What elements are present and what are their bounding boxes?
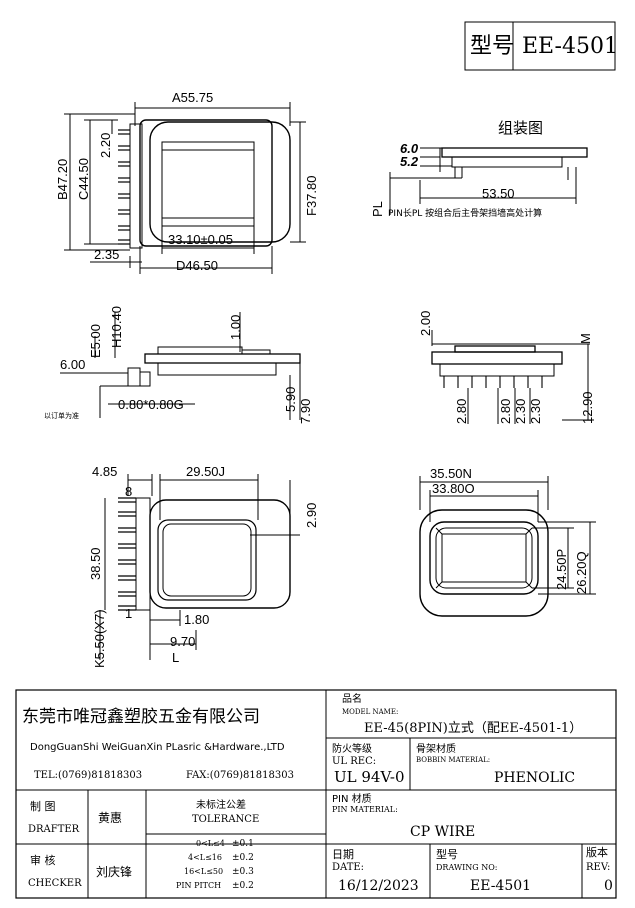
dim-7-90: 7.90: [298, 399, 313, 424]
dim-2-30b: 2.30: [528, 399, 543, 424]
dim-5-90: 5.90: [283, 387, 298, 412]
drafter-cn: 制 图: [30, 800, 56, 813]
company-name-en: DongGuanShi WeiGuanXin PLasric &Hardware…: [30, 742, 285, 753]
drawing-no-label: DRAWING NO:: [436, 863, 497, 872]
dim-M: M: [578, 333, 593, 344]
dim-1-80: 1.80: [184, 612, 209, 627]
dim-12-90: 12.90: [580, 391, 595, 424]
tol-value: ±0.1: [232, 839, 254, 849]
front-view: [431, 330, 594, 424]
header-model-label: 型号: [470, 34, 514, 59]
pl-note: PIN长PL 按组合后主骨架挡墙高处计算: [388, 207, 542, 219]
dim-B: B47.20: [55, 159, 70, 200]
model-name-label: MODEL NAME:: [342, 708, 398, 716]
checker-cn: 审 核: [30, 853, 56, 867]
dim-2-20: 2.20: [98, 133, 113, 158]
company-fax: FAX:(0769)81818303: [186, 770, 294, 781]
date-label: DATE:: [332, 862, 364, 873]
pin-8-label: 8: [125, 484, 132, 499]
bobbin-material-value: PHENOLIC: [494, 770, 575, 786]
dim-2-80b: 2.80: [498, 399, 513, 424]
date-value: 16/12/2023: [338, 878, 419, 894]
tol-range: 4<L≤16: [188, 853, 222, 862]
rev-cn: 版本: [586, 845, 608, 859]
dim-9-70: 9.70: [170, 634, 195, 649]
header-box: [464, 21, 616, 71]
bottom-view: [99, 474, 300, 660]
dim-2-30a: 2.30: [513, 399, 528, 424]
side-view: [60, 312, 301, 420]
dim-K: K5.50(X7): [92, 609, 107, 668]
assembly-title: 组装图: [498, 119, 543, 137]
tol-value: ±0.2: [232, 881, 254, 891]
company-name: 东莞市唯冠鑫塑胶五金有限公司: [22, 707, 260, 727]
drafter-name: 黄惠: [98, 811, 122, 825]
dim-Q: 26.20Q: [574, 551, 589, 594]
end-view: [419, 476, 596, 617]
dim-38-50: 38.50: [88, 547, 103, 580]
dim-1-00: 1.00: [228, 315, 243, 340]
drawing-no-cn: 型号: [436, 847, 458, 861]
dim-6-0: 6.0: [400, 141, 419, 156]
pl-label: PL: [370, 201, 385, 217]
bobbin-material-cn: 骨架材质: [416, 742, 456, 755]
dim-6-00: 6.00: [60, 357, 85, 372]
bobbin-material-label: BOBBIN MATERIAL:: [416, 756, 490, 764]
ul-rec-value: UL 94V-0: [334, 768, 405, 786]
model-name-value: EE-45(8PIN)立式（配EE-4501-1）: [364, 721, 582, 736]
tol-range: PIN PITCH: [176, 881, 221, 890]
dim-P: 24.50P: [554, 549, 569, 590]
tol-range: 16<L≤50: [184, 867, 223, 876]
dim-2-80a: 2.80: [454, 399, 469, 424]
tolerance-en: TOLERANCE: [192, 814, 259, 825]
dim-H: H10.40: [109, 306, 124, 348]
dim-4-85: 4.85: [92, 464, 117, 479]
drawing-no-value: EE-4501: [470, 878, 531, 894]
dim-2-35: 2.35: [94, 247, 119, 262]
dim-J: 29.50J: [186, 464, 225, 479]
dim-E: E5.00: [88, 324, 103, 358]
checker-name: 刘庆锋: [96, 865, 132, 879]
date-cn: 日期: [332, 848, 354, 861]
dim-5-2: 5.2: [400, 154, 419, 169]
dim-A: A55.75: [172, 90, 213, 105]
checker-en: CHECKER: [28, 878, 82, 889]
top-view: [64, 102, 306, 274]
dim-G: 0.80*0.80G: [118, 397, 184, 412]
assembly-view: [389, 147, 588, 215]
tol-value: ±0.3: [232, 867, 254, 877]
pin-1-label: 1: [125, 606, 132, 621]
rev-value: 0: [604, 878, 613, 894]
dim-D: D46.50: [176, 258, 218, 273]
pin-material-label: PIN MATERIAL:: [332, 805, 398, 814]
tolerance-cn: 未标注公差: [196, 798, 246, 811]
title-block-grid: [15, 689, 617, 899]
product-name-cn: 品名: [342, 692, 362, 705]
dim-L: L: [172, 650, 179, 665]
dim-33-10: 33.10±0.05: [168, 232, 233, 247]
company-tel: TEL:(0769)81818303: [34, 770, 142, 781]
ul-rec-label: UL REC:: [332, 756, 376, 767]
dim-53-50: 53.50: [482, 186, 515, 201]
tol-range: 0<L≤4: [196, 839, 225, 848]
header-model-value: EE-4501: [522, 34, 618, 59]
drafter-en: DRAFTER: [28, 824, 80, 835]
tol-value: ±0.2: [232, 853, 254, 863]
dim-N: 35.50N: [430, 466, 472, 481]
side-note: 以订单为准: [44, 411, 79, 420]
dim-F: F37.80: [304, 176, 319, 216]
dim-2-00: 2.00: [418, 311, 433, 336]
dim-C: C44.50: [76, 158, 91, 200]
pin-material-cn: PIN 材质: [332, 792, 372, 805]
dim-2-90: 2.90: [304, 503, 319, 528]
pin-material-value: CP WIRE: [410, 824, 475, 840]
dim-O: 33.80O: [432, 481, 475, 496]
fire-rating-cn: 防火等级: [332, 742, 372, 755]
rev-label: REV:: [586, 862, 610, 873]
